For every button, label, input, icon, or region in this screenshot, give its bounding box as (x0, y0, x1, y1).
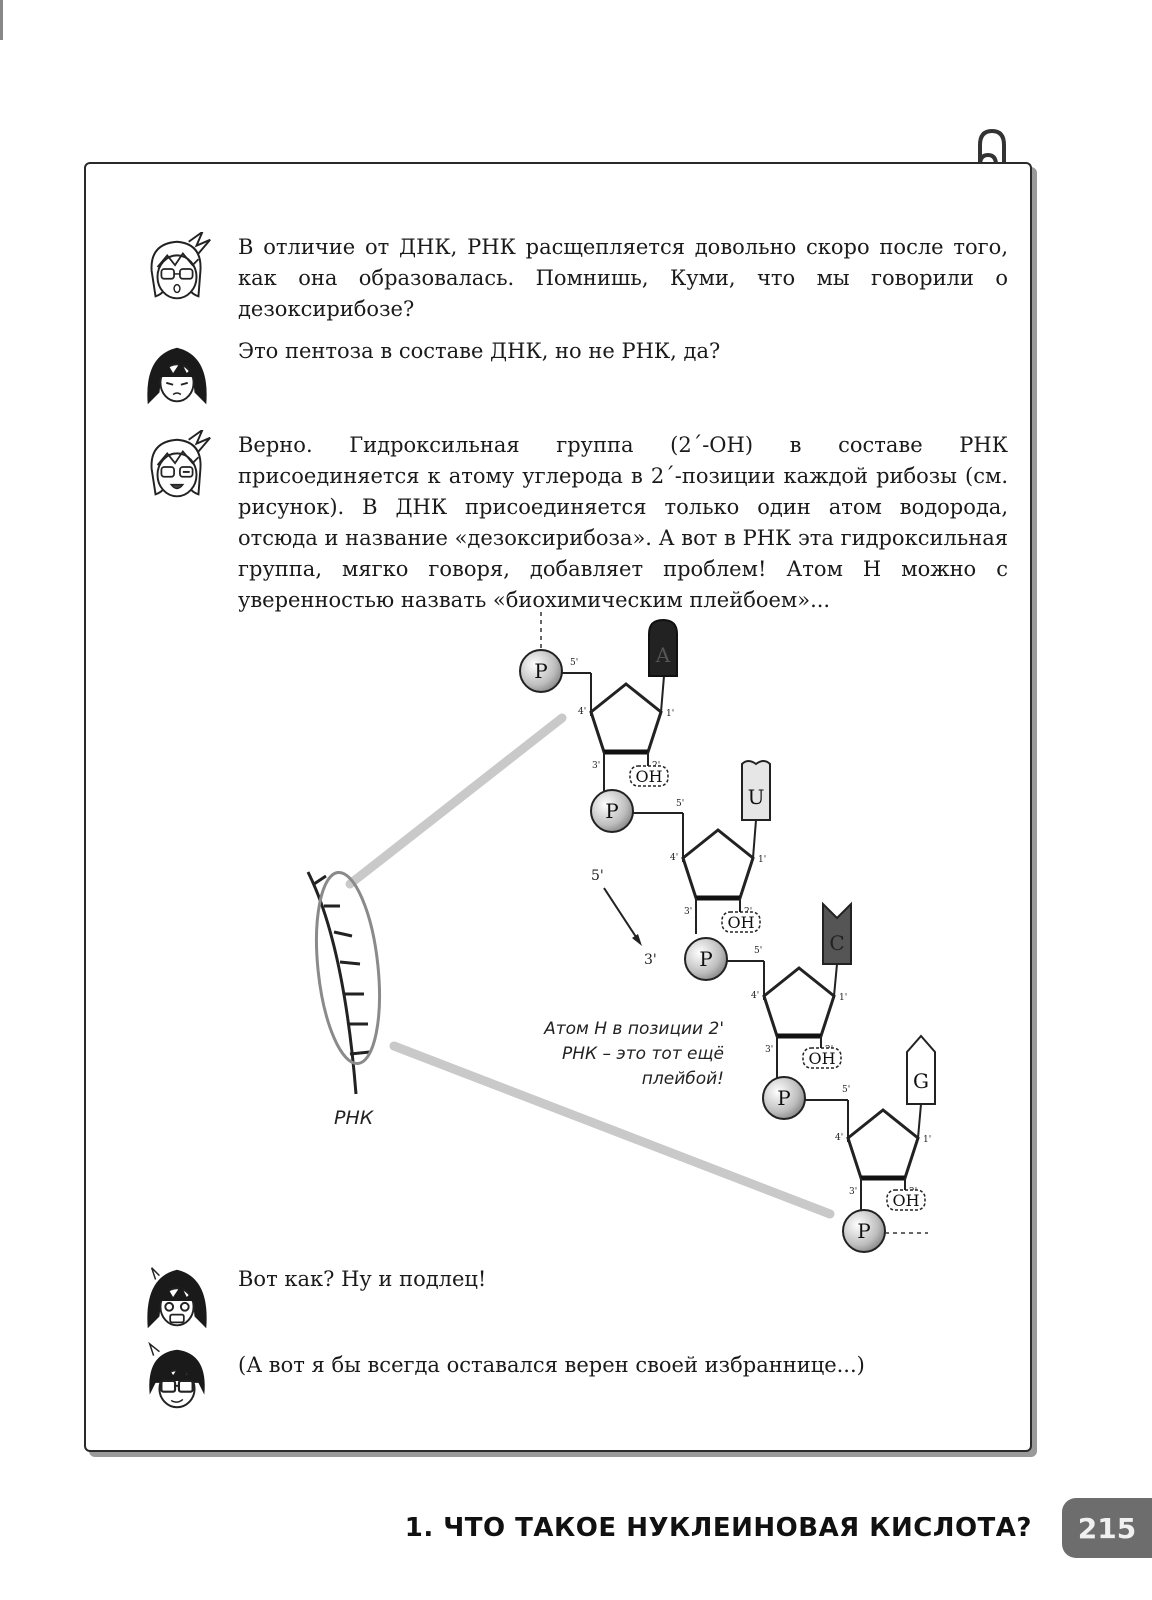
direction-end-label: 3' (644, 952, 657, 968)
dialogue-text-3: Верно. Гидроксильная группа (2´-OH) в со… (238, 433, 1008, 612)
svg-text:P: P (777, 1086, 790, 1110)
base-shape-u (741, 760, 771, 821)
svg-text:OH: OH (635, 767, 662, 786)
direction-arrow-icon (632, 934, 642, 946)
svg-text:4': 4' (670, 853, 678, 863)
zoom-line-top (345, 713, 567, 889)
hydroxyl-cloud (721, 911, 761, 933)
nucleotide-u: P 5' 4' 1' 3' 2' U OH (590, 760, 771, 934)
ribose-pentagon (681, 828, 755, 900)
ribose-pentagon (846, 1108, 920, 1180)
ribose-pentagon (589, 682, 663, 754)
dark-hair-girl-face-icon (147, 347, 207, 405)
svg-text:5': 5' (676, 799, 684, 809)
svg-text:4': 4' (578, 707, 586, 717)
svg-text:1': 1' (758, 855, 766, 865)
base-shape-a (648, 618, 678, 677)
annotation-line-1: Атом H в позиции 2' (543, 1019, 724, 1039)
phosphate-ball-icon (762, 1076, 806, 1120)
base-shape-c (822, 901, 852, 965)
svg-text:5': 5' (754, 946, 762, 956)
svg-text:5': 5' (842, 1085, 850, 1095)
rna-structure-diagram: РНК 5' 3' Атом H в позиции 2' РНК – это … (306, 612, 936, 1253)
phosphate-ball-icon (590, 789, 634, 833)
shocked-girl-face-icon (147, 1267, 207, 1329)
direction-start-label: 5' (591, 868, 604, 884)
svg-text:P: P (605, 799, 618, 823)
annotation-line-3: плейбой! (642, 1069, 724, 1089)
svg-text:1': 1' (839, 993, 847, 1003)
svg-text:4': 4' (751, 991, 759, 1001)
dialogue-text-1: В отличие от ДНК, РНК расщепляется довол… (238, 235, 1008, 321)
svg-text:P: P (699, 947, 712, 971)
phosphate-ball-icon (842, 1209, 886, 1253)
base-label-g: G (913, 1069, 929, 1093)
hydroxyl-cloud (802, 1047, 842, 1069)
svg-text:P: P (857, 1219, 870, 1243)
svg-text:OH: OH (892, 1191, 919, 1210)
annotation-line-2: РНК – это тот ещё (562, 1044, 724, 1064)
svg-text:3': 3' (592, 761, 600, 771)
svg-text:3': 3' (765, 1045, 773, 1055)
glasses-boy-face-icon (148, 1341, 205, 1409)
chapter-title: 1. ЧТО ТАКОЕ НУКЛЕИНОВАЯ КИСЛОТА? (404, 1513, 1032, 1543)
base-label-a: A (655, 643, 671, 667)
nucleotide-g: P 5' 4' 1' 3' 2' G OH P (762, 1034, 936, 1253)
rna-strand-label: РНК (334, 1107, 375, 1129)
svg-text:OH: OH (808, 1049, 835, 1068)
phosphate-label: P (534, 659, 547, 683)
ribose-pentagon (762, 966, 836, 1038)
dialogue-text-2: Это пентоза в составе ДНК, но не РНК, да… (238, 339, 721, 363)
base-shape-g (906, 1034, 936, 1105)
glasses-girl-wink-face-icon (150, 430, 211, 498)
dialogue-text-4: Вот как? Ну и подлец! (238, 1267, 487, 1291)
hydroxyl-cloud (629, 765, 669, 787)
glasses-girl-face-icon (150, 232, 211, 300)
nucleotide-a: P 5' 4' 1' 3' 2' A OH (519, 618, 678, 794)
page-edge (0, 0, 3, 40)
rna-strand-sketch (306, 870, 381, 1095)
nucleotide-c: P 5' 4' 1' 3' 2' C OH (684, 901, 852, 1082)
page-number: 215 (1062, 1498, 1152, 1558)
hydroxyl-cloud (886, 1189, 926, 1211)
svg-text:5': 5' (570, 658, 578, 668)
svg-text:4': 4' (835, 1133, 843, 1143)
base-label-c: C (829, 931, 844, 955)
dialogue-text-5: (А вот я бы всегда оставался верен своей… (238, 1353, 865, 1377)
svg-text:3': 3' (849, 1187, 857, 1197)
zoom-line-bottom (389, 1041, 835, 1219)
base-label-u: U (748, 785, 765, 809)
svg-text:1': 1' (666, 709, 674, 719)
svg-text:OH: OH (727, 913, 754, 932)
dialogue-panel: В отличие от ДНК, РНК расщепляется довол… (84, 162, 1032, 1452)
svg-text:1': 1' (923, 1135, 931, 1145)
phosphate-ball-icon (684, 937, 728, 981)
phosphate-ball-icon (519, 649, 563, 693)
svg-text:3': 3' (684, 907, 692, 917)
